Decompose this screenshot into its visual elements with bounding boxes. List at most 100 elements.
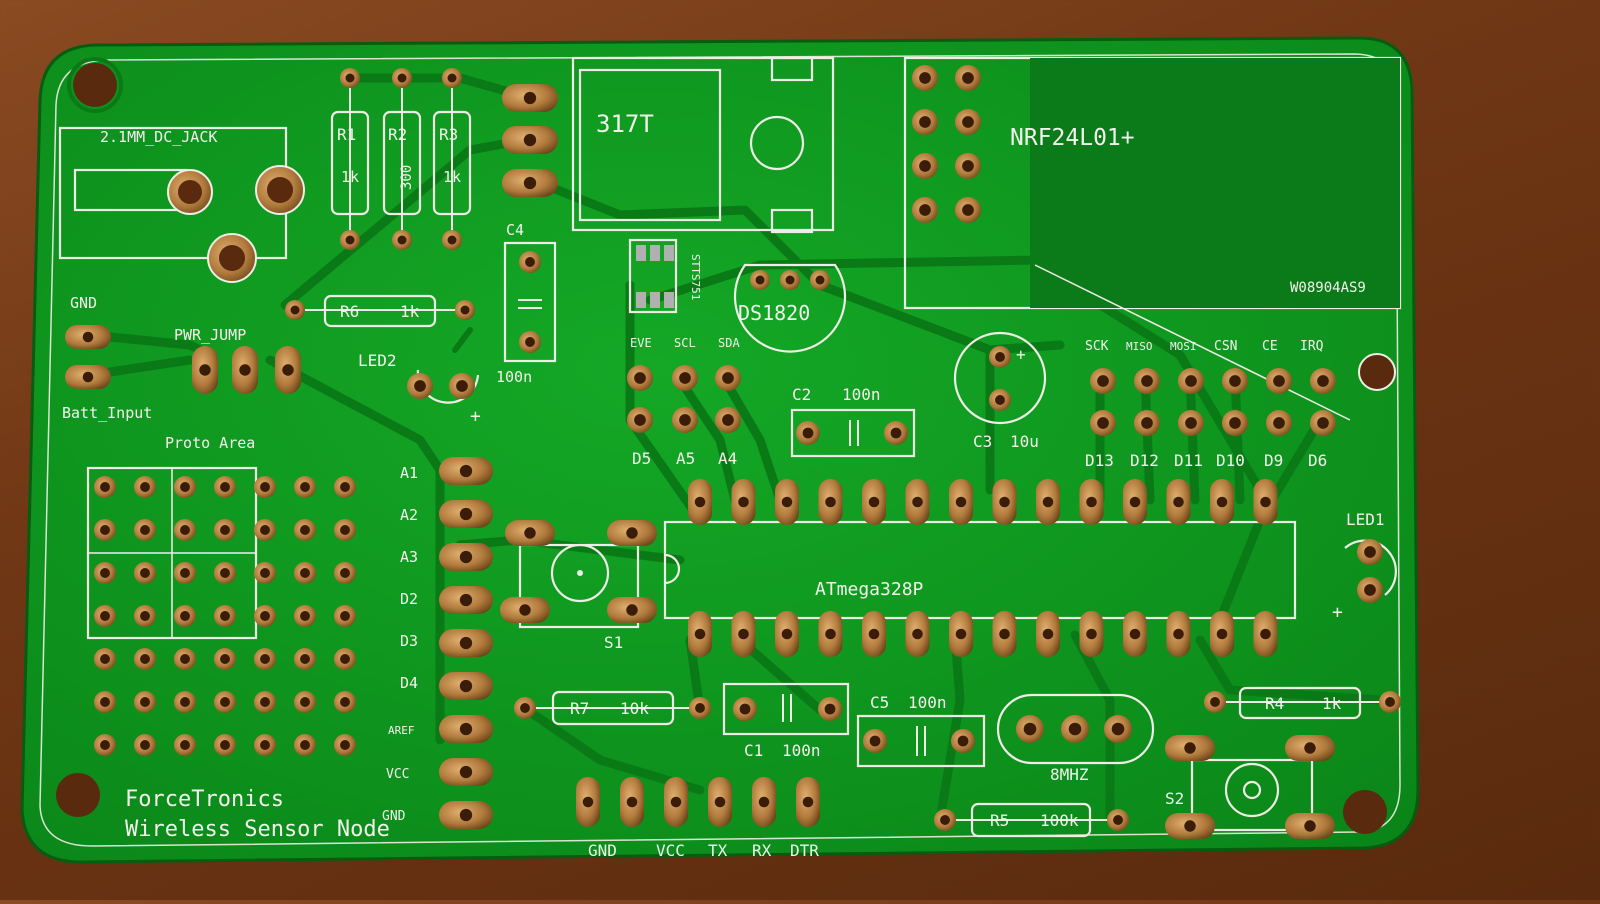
proto-pad-hole: [260, 568, 270, 578]
mcu-pin-pad-hole: [868, 628, 880, 640]
proto-pad-hole: [340, 697, 350, 707]
regulator-317t: 317T: [571, 56, 835, 234]
resistor-pad-hole: [1113, 815, 1123, 825]
mcu-pin-pad-hole: [781, 628, 793, 640]
switch-s2: S2: [1165, 758, 1314, 832]
capacitor-c1: C1 100n: [722, 682, 850, 760]
proto-pad-hole: [180, 611, 190, 621]
proto-pad-hole: [180, 482, 190, 492]
hdr-d4-label: D4: [400, 674, 418, 692]
r5-value: 100k: [1040, 811, 1079, 830]
resistor-pad-hole: [447, 235, 457, 245]
mcu-pin-pad-hole: [912, 628, 923, 640]
mcu-pin-pad-hole: [1260, 628, 1271, 640]
d11-label: D11: [1174, 451, 1203, 470]
proto-pad-hole: [100, 697, 110, 707]
led2-plus: +: [470, 406, 481, 427]
nrf-pad-hole: [962, 160, 974, 172]
led-pad-hole: [1364, 584, 1376, 596]
proto-pad-hole: [260, 611, 270, 621]
r6-value: 1k: [400, 302, 420, 321]
proto-pad-hole: [100, 568, 110, 578]
ftdi-vcc-label: VCC: [656, 841, 685, 860]
nrf-pad-hole: [919, 160, 931, 172]
proto-pad-hole: [340, 568, 350, 578]
r4-value: 1k: [1322, 694, 1342, 713]
capacitor-c2: C2 100n: [790, 385, 916, 458]
crystal-pad-hole: [1023, 722, 1037, 736]
proto-pad-hole: [340, 482, 350, 492]
proto-pad-hole: [300, 568, 310, 578]
jumper-pad-hole: [282, 364, 294, 376]
mcu-pin-pad-hole: [999, 628, 1010, 640]
crystal-label: 8MHZ: [1050, 765, 1089, 784]
ftdi-pad-hole: [758, 796, 770, 808]
resistor-pad-hole: [460, 305, 470, 315]
resistor-pad-hole: [345, 235, 355, 245]
proto-pad-hole: [100, 482, 110, 492]
mcu-pin-pad-hole: [1216, 628, 1228, 640]
ftdi-pad-hole: [714, 796, 726, 808]
nrf-label: NRF24L01+: [1010, 125, 1135, 151]
io-header-pad-hole: [459, 808, 473, 822]
r2-label: R2: [388, 125, 407, 144]
nrf-pad-hole: [919, 204, 931, 216]
io-header-pad-hole: [459, 765, 473, 779]
proto-area-label: Proto Area: [165, 434, 255, 452]
d5-label: D5: [632, 449, 651, 468]
ftdi-header-labels: GND VCC TX RX DTR: [588, 841, 819, 860]
spi-pad-hole: [1273, 417, 1285, 429]
dc-jack: 2.1MM_DC_JACK: [58, 126, 305, 283]
c2-value: 100n: [842, 385, 881, 404]
mcu-pin-pad-hole: [1173, 496, 1184, 508]
pwr-jump-label: PWR_JUMP: [174, 326, 246, 344]
spi-irq-label: IRQ: [1300, 339, 1324, 354]
d10-label: D10: [1216, 451, 1245, 470]
r2-value: 300: [399, 165, 415, 190]
cap-pad-hole: [957, 735, 969, 747]
mcu-pin-pad-hole: [1260, 496, 1271, 508]
ftdi-rx-label: RX: [752, 841, 772, 860]
spi-csn-label: CSN: [1214, 339, 1237, 354]
mcu-pin-pad-hole: [738, 496, 749, 508]
mcu-atmega328p: ATmega328P: [663, 520, 1297, 620]
proto-pad-hole: [220, 568, 230, 578]
jumper-pad-hole: [199, 364, 211, 376]
spi-pad-hole: [1141, 375, 1153, 387]
i2c-pad-hole: [722, 414, 734, 426]
proto-area: [86, 466, 356, 756]
regulator-pad-hole: [523, 91, 537, 105]
r7-value: 10k: [620, 699, 649, 718]
capacitor-c3: + C3 10u: [953, 331, 1047, 451]
a4-label: A4: [718, 449, 737, 468]
io-header-pad-hole: [459, 593, 473, 607]
cap-pad-hole: [890, 427, 902, 439]
mcu-pin-pad-hole: [999, 496, 1010, 508]
proto-pad-hole: [220, 525, 230, 535]
proto-pad-hole: [220, 697, 230, 707]
proto-pad-hole: [340, 654, 350, 664]
nrf-pad-hole: [962, 204, 974, 216]
switch-pad-hole: [524, 527, 536, 539]
spi-pad-hole: [1317, 417, 1329, 429]
led-pad-hole: [456, 380, 468, 392]
capacitor-c4: C4 100n: [496, 221, 557, 386]
io-header-labels: A1 A2 A3 D2 D3 D4 AREF VCC GND: [382, 464, 418, 824]
hdr-vcc-label: VCC: [386, 767, 409, 782]
resistor-pad-hole: [1385, 697, 1395, 707]
mcu-pin-pad-hole: [912, 496, 923, 508]
resistor-pad-hole: [520, 703, 530, 713]
proto-pad-hole: [140, 654, 150, 664]
ftdi-pad-hole: [670, 796, 682, 808]
nrf24l01-module: NRF24L01+ W08904AS9: [903, 56, 1402, 421]
proto-pad-hole: [260, 740, 270, 750]
brand-name: ForceTronics: [125, 787, 284, 812]
nrf-pad-hole: [962, 116, 974, 128]
i2c-pad-hole: [722, 372, 734, 384]
resistor-pad-hole: [290, 305, 300, 315]
mcu-pin-pad-hole: [1216, 496, 1228, 508]
mcu-pin-pad-hole: [781, 496, 793, 508]
io-header-pad-hole: [459, 507, 473, 521]
c1-label: C1: [744, 741, 763, 760]
